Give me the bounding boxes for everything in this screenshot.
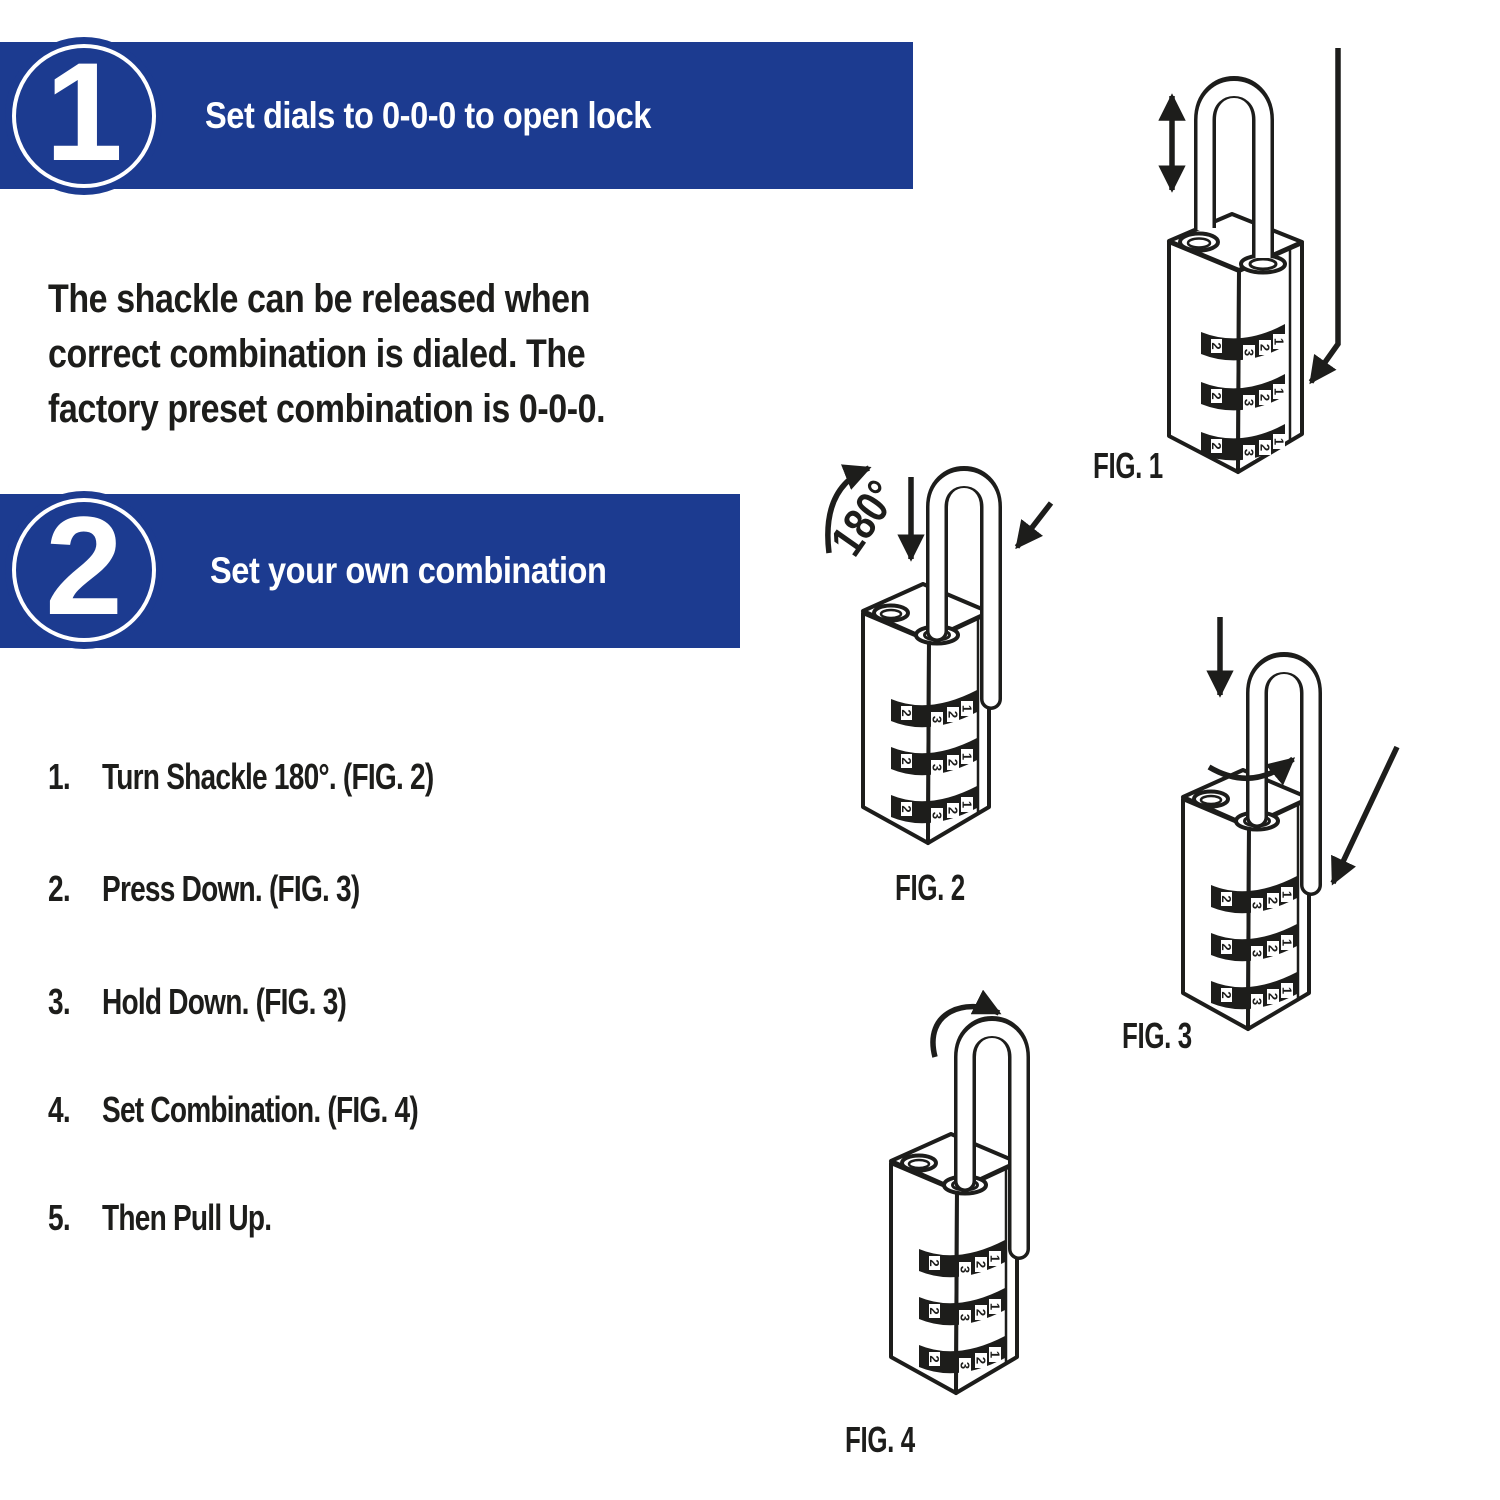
list-item-text: Hold Down. (FIG. 3) (102, 981, 347, 1022)
step1-badge-ring (12, 44, 156, 188)
step2-badge-ring (12, 498, 156, 642)
list-item-text: Turn Shackle 180°. (FIG. 2) (102, 756, 434, 797)
fig2-rotation-label: 180° (821, 471, 908, 564)
list-item-number: 5. (48, 1197, 71, 1238)
fig1-label: FIG. 1 (1093, 445, 1163, 486)
list-item-text: Set Combination. (FIG. 4) (102, 1089, 419, 1130)
list-item-number: 4. (48, 1089, 71, 1130)
list-item-text: Press Down. (FIG. 3) (102, 868, 360, 909)
fig2-label: FIG. 2 (895, 867, 965, 908)
step2-title: Set your own combination (210, 550, 607, 591)
fig2-illustration: 180° (821, 464, 1054, 905)
list-item-number: 3. (48, 981, 71, 1022)
fig3-illustration (1145, 617, 1400, 1070)
step1-body-text: The shackle can be released when correct… (48, 277, 606, 431)
fig1-pull-direction-arrow-icon (1308, 48, 1341, 385)
fig4-turn-arrow-icon (930, 989, 1002, 1058)
step1-number: 1 (45, 33, 123, 190)
step1-number-badge: 1 (5, 37, 163, 195)
step2-number-badge: 2 (5, 491, 163, 649)
list-item-number: 1. (48, 756, 71, 797)
fig4-label: FIG. 4 (845, 1419, 915, 1460)
step2-number: 2 (45, 487, 123, 644)
fig4-illustration (815, 989, 1095, 1465)
fig2-rotate-arc-arrow-icon (825, 464, 872, 554)
step1-title: Set dials to 0-0-0 to open lock (205, 94, 651, 136)
fig2-shackle-pointer-arrow-icon (1014, 501, 1054, 550)
fig3-label: FIG. 3 (1122, 1015, 1192, 1056)
fig1-illustration (1125, 48, 1341, 488)
fig3-body-pointer-arrow-icon (1330, 745, 1400, 886)
list-item-number: 2. (48, 868, 71, 909)
fig3-rotate-arc-arrow-icon (1207, 756, 1296, 786)
list-item-text: Then Pull Up. (102, 1197, 272, 1238)
